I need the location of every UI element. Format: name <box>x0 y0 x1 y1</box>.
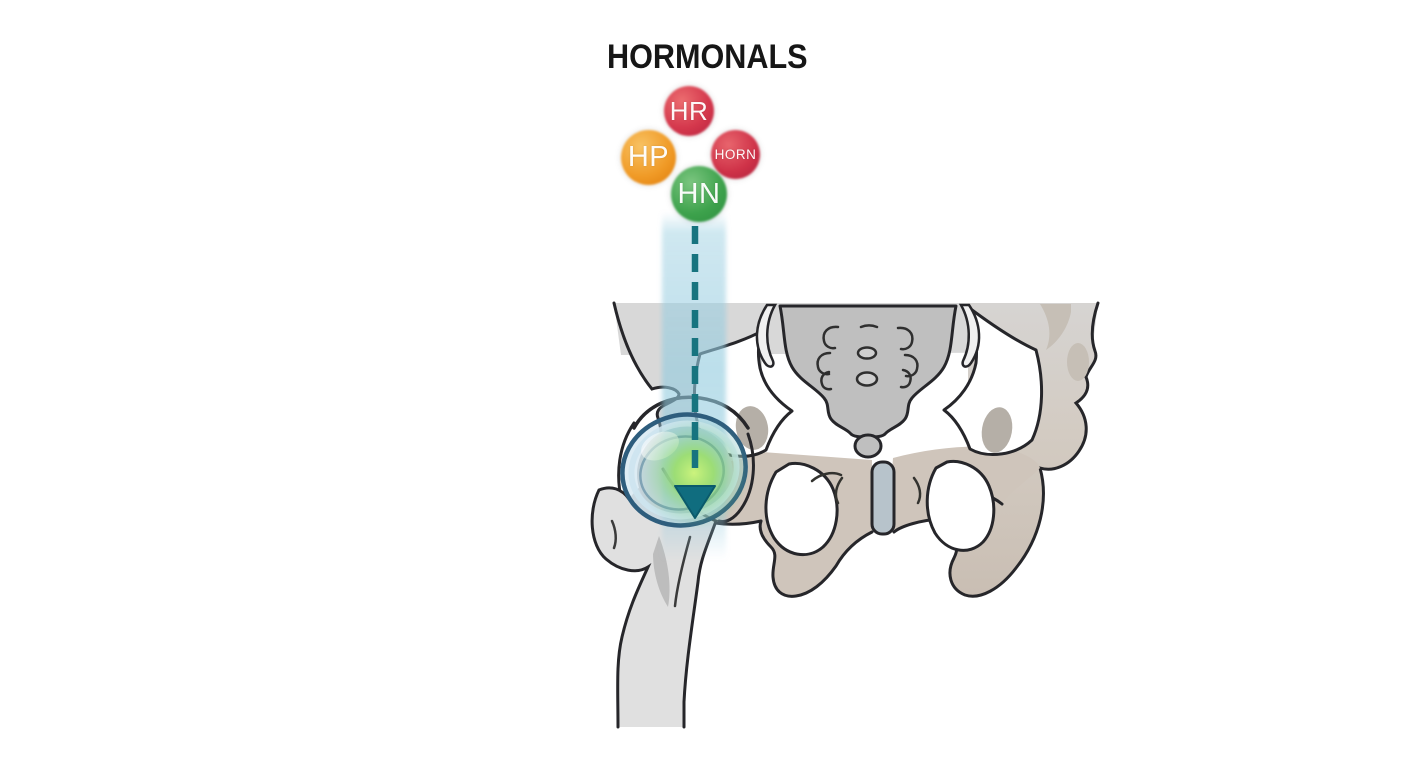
diagram-title: HORMONALS <box>607 38 808 76</box>
horn-label: HORN <box>714 146 757 162</box>
hn-label: HN <box>677 177 721 210</box>
obturator-foramen-right <box>925 459 996 552</box>
hp-sphere-icon <box>621 130 676 185</box>
hp-label: HP <box>627 141 670 173</box>
horn-sphere-icon <box>711 130 760 179</box>
coccyx <box>853 433 883 459</box>
joint-glow <box>638 417 750 529</box>
hormone-badge-horn: HORN <box>711 130 760 179</box>
hr-sphere-icon <box>664 86 714 136</box>
hormone-badge-hr: HR <box>664 86 714 136</box>
si-joint-left <box>755 303 778 368</box>
down-arrowhead-icon <box>674 485 716 519</box>
si-joint-right <box>958 303 981 368</box>
sacral-foramina <box>816 324 919 391</box>
hormone-badge-hp: HP <box>621 130 676 185</box>
hr-label: HR <box>669 96 709 126</box>
pubic-symphysis <box>870 460 896 536</box>
hn-sphere-icon <box>671 166 727 222</box>
hormone-badge-hn: HN <box>671 166 727 222</box>
obturator-foramen-left <box>764 461 839 557</box>
trochanter-line <box>610 519 617 550</box>
